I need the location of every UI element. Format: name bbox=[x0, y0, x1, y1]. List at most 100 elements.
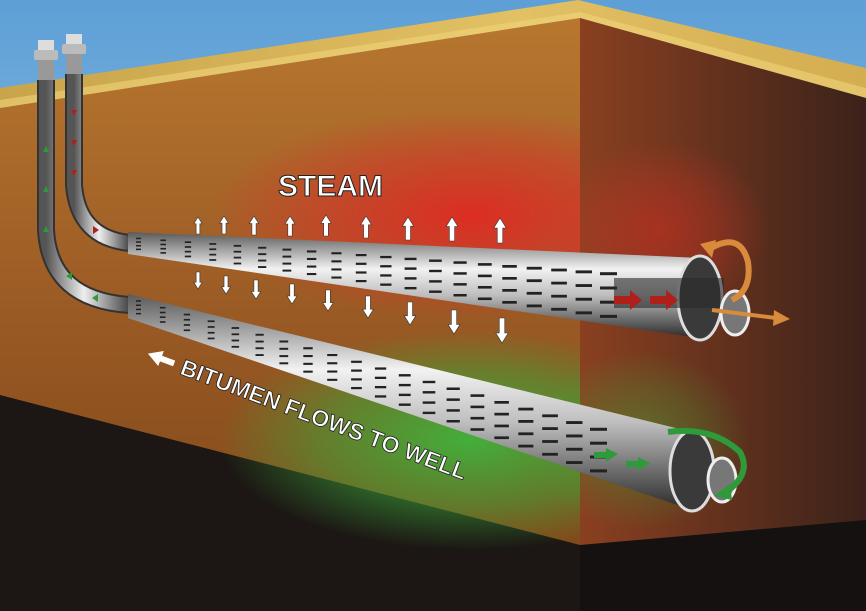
pipe-slot bbox=[374, 376, 387, 379]
wellhead-icon bbox=[34, 40, 58, 80]
injector-pipe bbox=[128, 232, 751, 342]
pipe-slot bbox=[233, 250, 242, 253]
pipe-slot bbox=[331, 260, 342, 263]
pipe-slot bbox=[306, 250, 317, 253]
pipe-slot bbox=[590, 427, 607, 431]
flow-arrow-icon bbox=[614, 290, 642, 310]
pipe-slot bbox=[542, 414, 558, 418]
pipe-slot bbox=[209, 248, 217, 251]
bitumen-outflow-arrows bbox=[594, 448, 650, 471]
pipe-slot bbox=[398, 393, 411, 397]
producer-slots bbox=[136, 300, 607, 473]
pipe-slot bbox=[470, 394, 485, 397]
up-arrow-icon bbox=[445, 216, 459, 242]
pipe-slot bbox=[398, 403, 411, 406]
down-arrow-icon bbox=[361, 295, 375, 319]
pipe-slot bbox=[429, 290, 442, 293]
pipe-slot bbox=[209, 253, 217, 256]
pipe-slot bbox=[502, 277, 517, 280]
pipe-slot bbox=[477, 297, 492, 301]
pipe-slot bbox=[255, 347, 264, 350]
pipe-slot bbox=[422, 380, 436, 384]
pipe-slot bbox=[351, 387, 362, 390]
pipe-slot bbox=[279, 362, 289, 365]
pipe-slot bbox=[575, 311, 592, 315]
pipe-slot bbox=[327, 362, 338, 365]
pipe-slot bbox=[453, 283, 467, 286]
pipe-slot bbox=[331, 252, 342, 255]
pipe-slot bbox=[551, 281, 567, 285]
pipe-slot bbox=[566, 447, 583, 451]
pipe-slot bbox=[518, 444, 534, 448]
pipe-slot bbox=[590, 469, 607, 473]
flow-arrow-icon bbox=[594, 448, 618, 462]
pipe-slot bbox=[355, 262, 367, 265]
pipe-slot bbox=[282, 269, 292, 272]
pipe-slot bbox=[446, 398, 460, 401]
pipe-slot bbox=[518, 407, 534, 411]
pipe-slot bbox=[374, 395, 387, 398]
pipe-slot bbox=[233, 256, 242, 259]
circulation-arrow-icon bbox=[667, 427, 747, 495]
pipe-slot bbox=[279, 340, 289, 343]
pipe-slot bbox=[551, 294, 567, 298]
flow-arrow-icon bbox=[650, 290, 678, 310]
pipe-slot bbox=[160, 247, 166, 250]
pipe-slot bbox=[258, 253, 267, 256]
pipe-slot bbox=[136, 241, 141, 243]
pipe-slot bbox=[303, 370, 313, 373]
up-arrow-icon bbox=[248, 215, 260, 236]
pipe-slot bbox=[404, 257, 417, 261]
pipe-slot bbox=[183, 318, 191, 321]
pipe-slot bbox=[255, 340, 264, 343]
pipe-slot bbox=[331, 268, 342, 271]
pipe-slot bbox=[351, 360, 362, 363]
pipe-slot bbox=[306, 265, 317, 268]
injector-slots bbox=[136, 237, 617, 318]
pipe-slot bbox=[404, 267, 417, 270]
pipe-slot bbox=[233, 262, 242, 265]
pipe-slot bbox=[160, 243, 166, 246]
pipe-slot bbox=[575, 284, 592, 287]
pipe-slot bbox=[282, 248, 292, 251]
pipe-slot bbox=[136, 300, 141, 302]
pipe-slot bbox=[258, 246, 267, 249]
pipe-slot bbox=[207, 326, 215, 328]
pipe-slot bbox=[526, 304, 542, 308]
up-arrow-icon bbox=[284, 215, 296, 237]
pipe-slot bbox=[494, 412, 509, 416]
pipe-slot bbox=[209, 259, 217, 261]
pipe-slot bbox=[258, 259, 267, 262]
pipe-slot bbox=[306, 273, 317, 276]
pipe-slot bbox=[526, 279, 542, 283]
pipe-slot bbox=[231, 339, 240, 342]
pipe-slot bbox=[136, 312, 141, 315]
pipe-slot bbox=[600, 300, 617, 304]
pipe-slot bbox=[159, 316, 166, 318]
pipe-slot bbox=[207, 320, 215, 323]
pipe-slot bbox=[429, 259, 442, 262]
pipe-slot bbox=[380, 274, 392, 277]
pipe-slot bbox=[566, 434, 583, 438]
up-arrow-icon bbox=[401, 216, 415, 241]
injector-flow-arrows bbox=[71, 110, 99, 234]
down-arrow-icon bbox=[447, 309, 461, 335]
steam-rise-arrows bbox=[193, 214, 507, 244]
pipe-slot bbox=[600, 286, 617, 290]
up-arrow-icon bbox=[493, 217, 507, 244]
pipe-slot bbox=[542, 440, 558, 443]
down-arrow-icon bbox=[403, 301, 417, 326]
pipe-slot bbox=[404, 287, 417, 290]
pipe-slot bbox=[136, 308, 141, 311]
pipe-slot bbox=[159, 321, 166, 323]
down-arrow-icon bbox=[250, 279, 262, 300]
pipe-slot bbox=[136, 245, 141, 247]
pipe-slot bbox=[183, 324, 191, 326]
pipe-slot bbox=[331, 276, 342, 279]
pipe-slot bbox=[306, 257, 317, 260]
pipe-slot bbox=[551, 268, 567, 272]
pipe-slot bbox=[422, 411, 436, 415]
pipe-slot bbox=[209, 243, 217, 245]
pipe-slot bbox=[518, 420, 534, 423]
